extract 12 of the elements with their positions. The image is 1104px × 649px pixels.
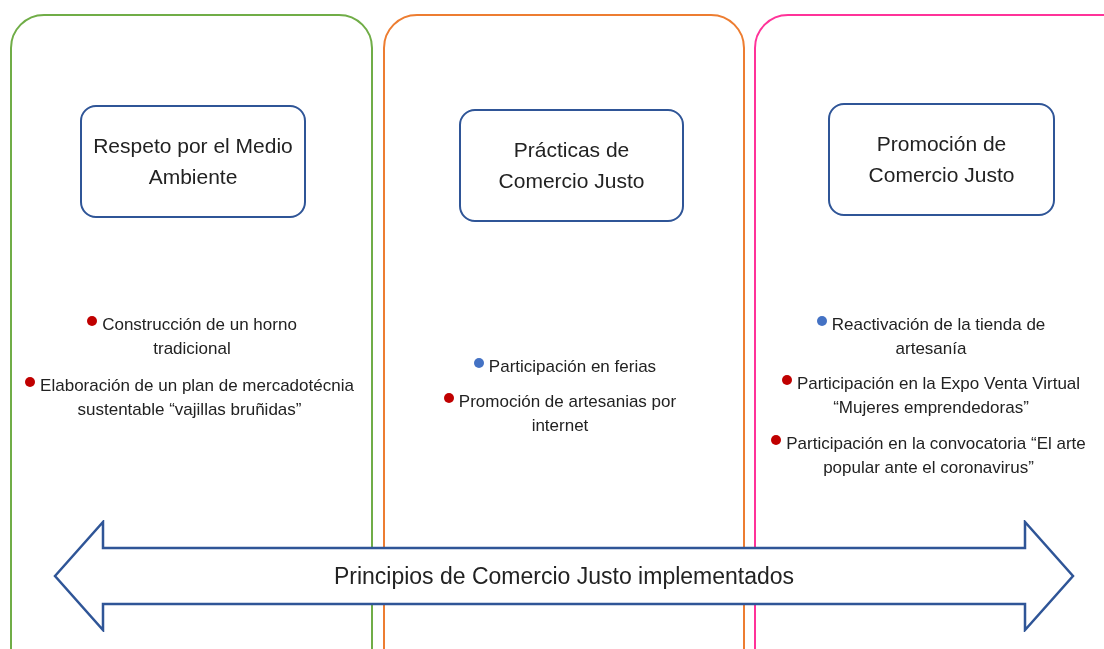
double-arrow-banner xyxy=(53,520,1075,632)
bullet-text: Reactivación de la tienda de artesanía xyxy=(831,315,1046,358)
bullet-text: Participación en ferias xyxy=(488,357,657,376)
heading-box: Promoción de Comercio Justo xyxy=(828,103,1055,216)
bullet-text: Participación en la convocatoria “El arte popular ante el coronavirus” xyxy=(786,434,1086,477)
bullet-text: Construcción de un horno tradicional xyxy=(102,315,297,358)
banner-label: Principios de Comercio Justo implementados xyxy=(333,562,795,590)
heading-box: Respeto por el Medio Ambiente xyxy=(80,105,306,218)
heading-box: Prácticas de Comercio Justo xyxy=(459,109,684,222)
bullet-text: Participación en la Expo Venta Virtual “Mujeres emprendedoras” xyxy=(796,374,1081,417)
bullet-text: Promoción de artesanias por internet xyxy=(458,392,677,435)
bullet-text: Elaboración de un plan de mercadotécnia sustentable “vajillas bruñidas” xyxy=(40,376,354,419)
